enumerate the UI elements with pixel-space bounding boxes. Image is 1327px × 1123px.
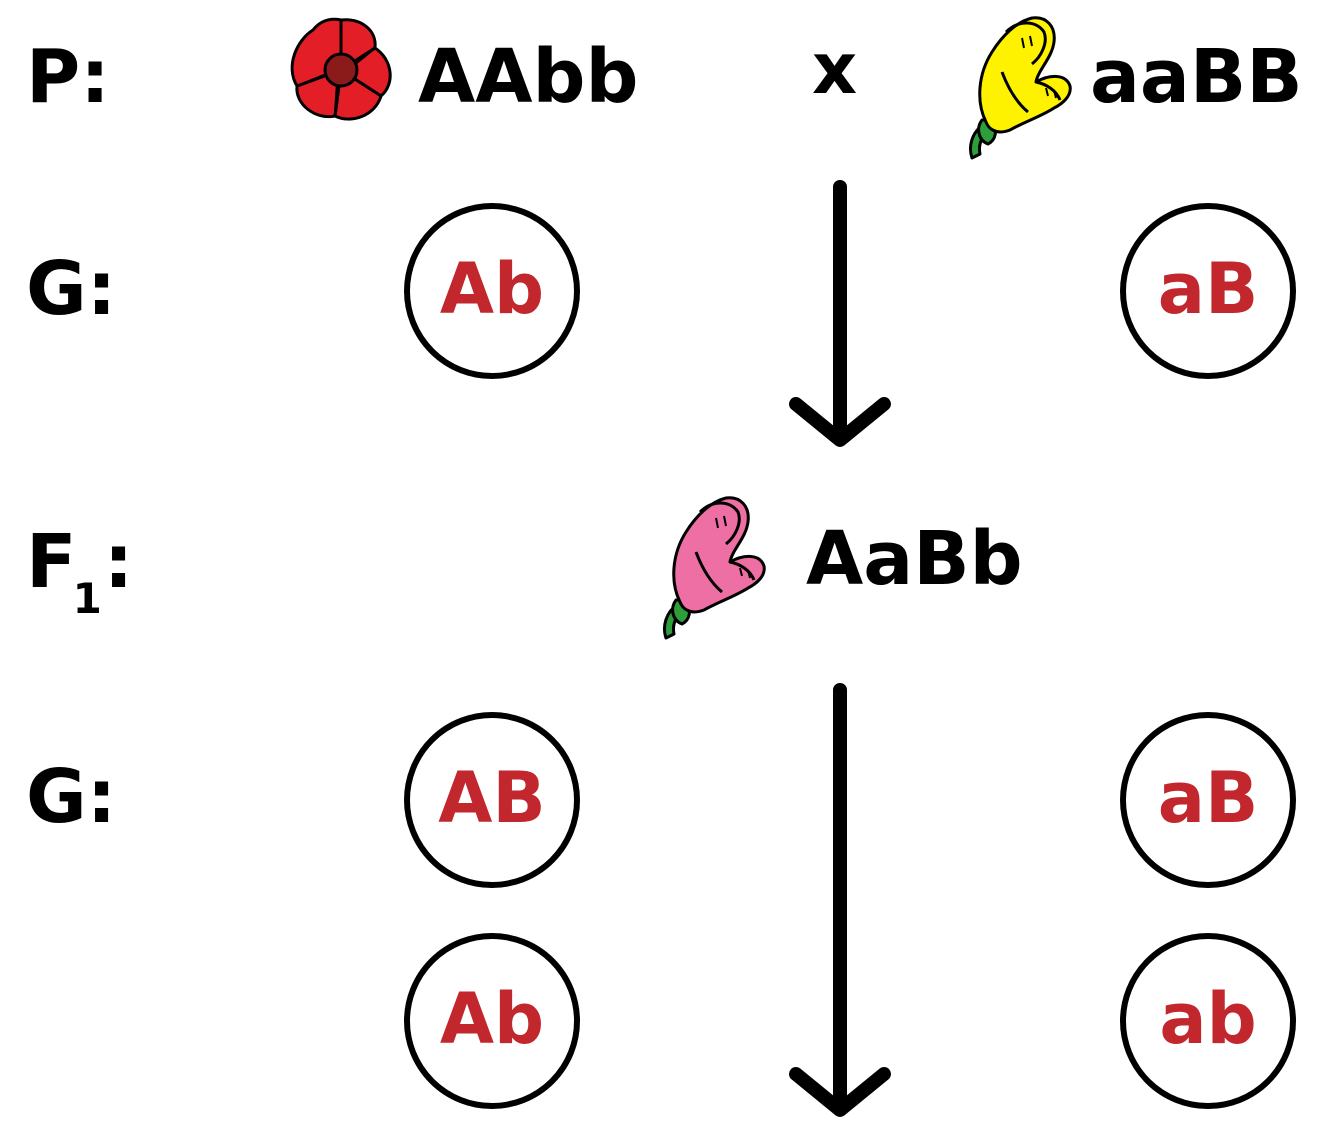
gamete-label: Ab [439,978,545,1060]
cross-symbol: x [812,28,858,110]
g2-label: G: [26,754,117,840]
gamete-circle-right-2b: ab [1120,933,1296,1109]
gamete-label: aB [1157,248,1259,330]
gamete-circle-right-2a: aB [1120,712,1296,888]
gamete-label: aB [1157,757,1259,839]
f1-label: F1: [26,525,133,620]
gamete-label: ab [1159,978,1257,1060]
f1-genotype: AaBb [806,516,1023,602]
yellow-snapdragon-icon [969,16,1072,160]
red-flower-icon [290,17,392,121]
f1-label-subscript: 1 [72,574,102,623]
g1-label: G: [26,246,117,332]
left-parent-genotype: AAbb [418,34,639,120]
right-parent-genotype: aaBB [1090,34,1303,120]
f1-label-colon: : [103,519,134,605]
arrow-down-icon [789,683,891,1117]
pink-snapdragon-icon [663,496,766,640]
gamete-circle-left-1: Ab [404,203,580,379]
p-label: P: [26,34,110,120]
f1-label-main: F [26,519,77,605]
gamete-label: Ab [439,248,545,330]
gamete-circle-left-2b: Ab [404,933,580,1109]
arrow-down-icon [789,180,891,447]
gamete-circle-left-2a: AB [404,712,580,888]
gamete-label: AB [438,757,546,839]
gamete-circle-right-1: aB [1120,203,1296,379]
